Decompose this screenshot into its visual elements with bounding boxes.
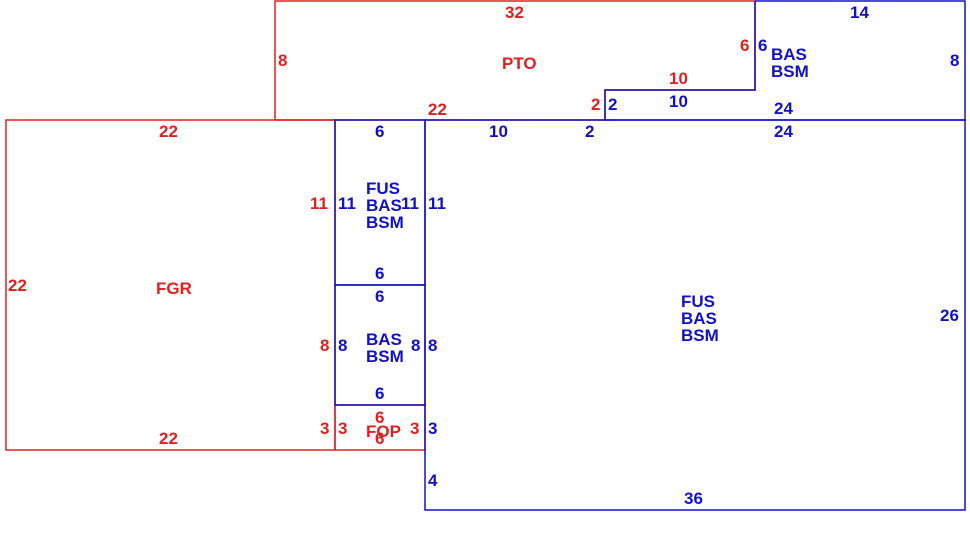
bas-small-dim-bottom: 24 — [774, 99, 793, 118]
fus-large-label-line2: BAS — [681, 309, 717, 328]
bas-mid-dim-bottom: 6 — [375, 384, 384, 403]
fop-dim-left: 3 — [338, 419, 347, 438]
fop-dim-right: 3 — [410, 419, 419, 438]
fus-large-label-line3: BSM — [681, 326, 719, 345]
fgr-dim-right-mid: 8 — [320, 336, 329, 355]
fus-upper-label-line1: FUS — [366, 179, 400, 198]
fus-upper-dim-bottom: 6 — [375, 264, 384, 283]
bas-mid-dim-right: 8 — [411, 336, 420, 355]
pto-dim-left: 8 — [278, 51, 287, 70]
fop-label: FOP — [366, 422, 401, 441]
bas-small-dim-right: 8 — [950, 51, 959, 70]
pto-label: PTO — [502, 54, 537, 73]
bas-mid-label-line2: BSM — [366, 347, 404, 366]
bas-mid-dim-top: 6 — [375, 287, 384, 306]
pto-dim-step-left: 2 — [591, 95, 600, 114]
fus-large-dim-bottom: 36 — [684, 489, 703, 508]
fgr-dim-left: 22 — [8, 276, 27, 295]
bas-small-dim-bottom-upper: 10 — [669, 92, 688, 111]
fus-large-dim-left-low: 4 — [428, 471, 438, 490]
fus-large-dim-left-fop: 3 — [428, 419, 437, 438]
fop-dim-top: 6 — [375, 408, 384, 427]
fus-large-dim-left-top: 11 — [428, 194, 446, 213]
bas-small-dim-top: 14 — [850, 3, 869, 22]
fus-large-dim-left-mid: 8 — [428, 336, 437, 355]
fgr-dim-top: 22 — [159, 122, 178, 141]
bas-mid-dim-left: 8 — [338, 336, 347, 355]
fus-large-dim-top-right: 24 — [774, 122, 793, 141]
pto-dim-step-top: 10 — [669, 69, 688, 88]
fgr-label: FGR — [156, 279, 192, 298]
fop-dim-bottom: 6 — [375, 429, 384, 448]
fgr-dim-bottom: 22 — [159, 429, 178, 448]
fus-upper-label-line3: BSM — [366, 213, 404, 232]
pto-dim-step-right: 6 — [740, 36, 749, 55]
fus-large-dim-top-left: 10 — [489, 122, 508, 141]
bas-mid-label-line1: BAS — [366, 330, 402, 349]
fus-upper-label-line2: BAS — [366, 196, 402, 215]
pto-dim-bottom: 22 — [428, 100, 447, 119]
fgr-dim-right-top: 11 — [310, 194, 328, 213]
fus-large-outline — [424, 119, 966, 511]
bas-small-dim-left-step: 2 — [608, 95, 617, 114]
fus-large-label-line1: FUS — [681, 292, 715, 311]
fus-upper-dim-left: 11 — [338, 194, 356, 213]
fus-large-dim-right: 26 — [940, 306, 959, 325]
bas-small-label-line1: BAS — [771, 45, 807, 64]
bas-small-dim-left: 6 — [758, 36, 767, 55]
fus-large-dim-top-step: 2 — [585, 122, 594, 141]
fus-upper-dim-top: 6 — [375, 122, 384, 141]
pto-dim-top: 32 — [505, 3, 524, 22]
fus-upper-dim-right: 11 — [401, 194, 419, 213]
fgr-dim-right-bottom: 3 — [320, 419, 329, 438]
blue-outlines — [334, 0, 966, 511]
bas-small-label-line2: BSM — [771, 62, 809, 81]
